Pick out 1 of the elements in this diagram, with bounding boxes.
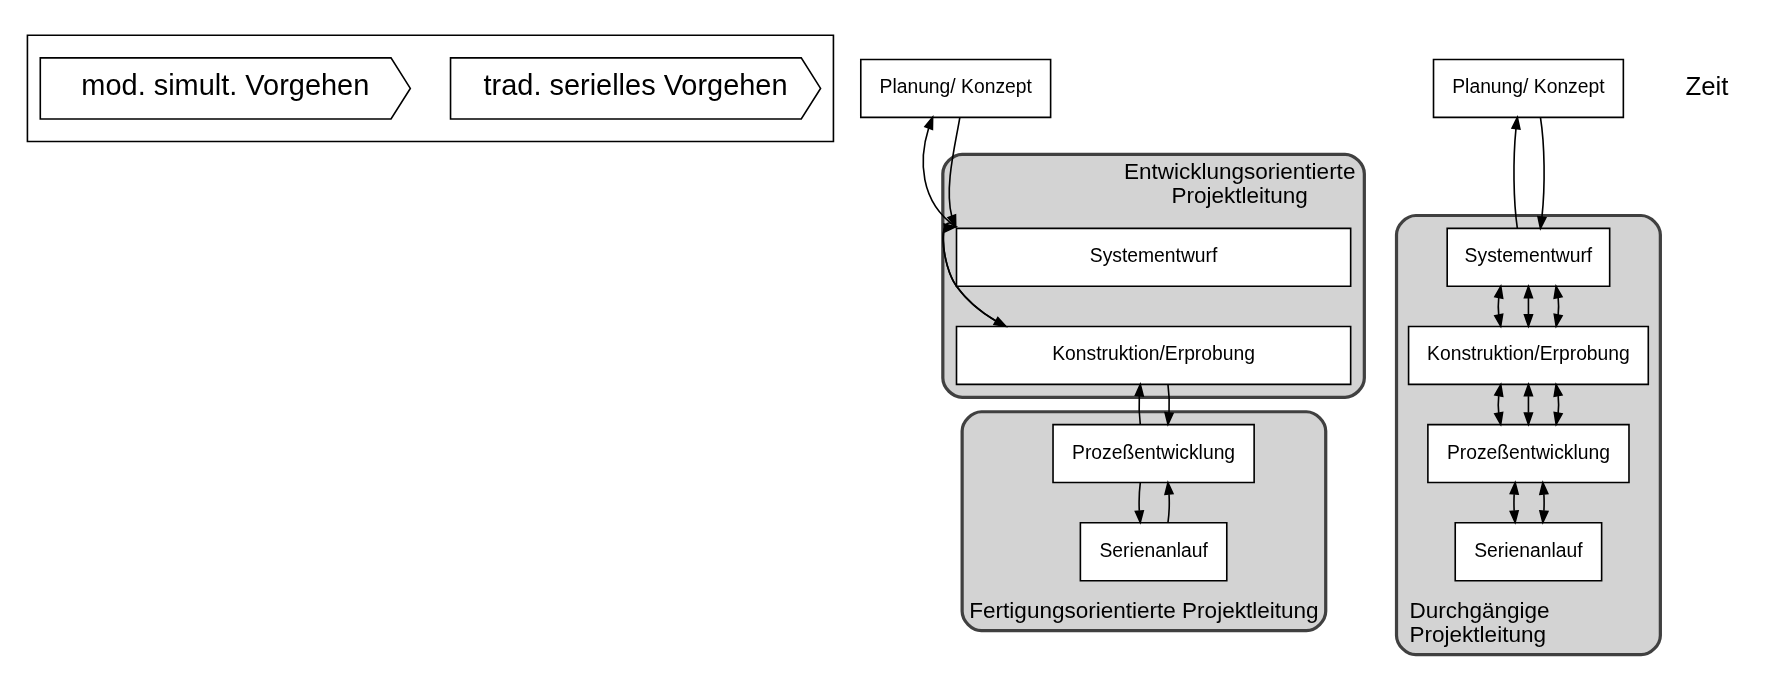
label: Zeit [1685, 71, 1729, 100]
